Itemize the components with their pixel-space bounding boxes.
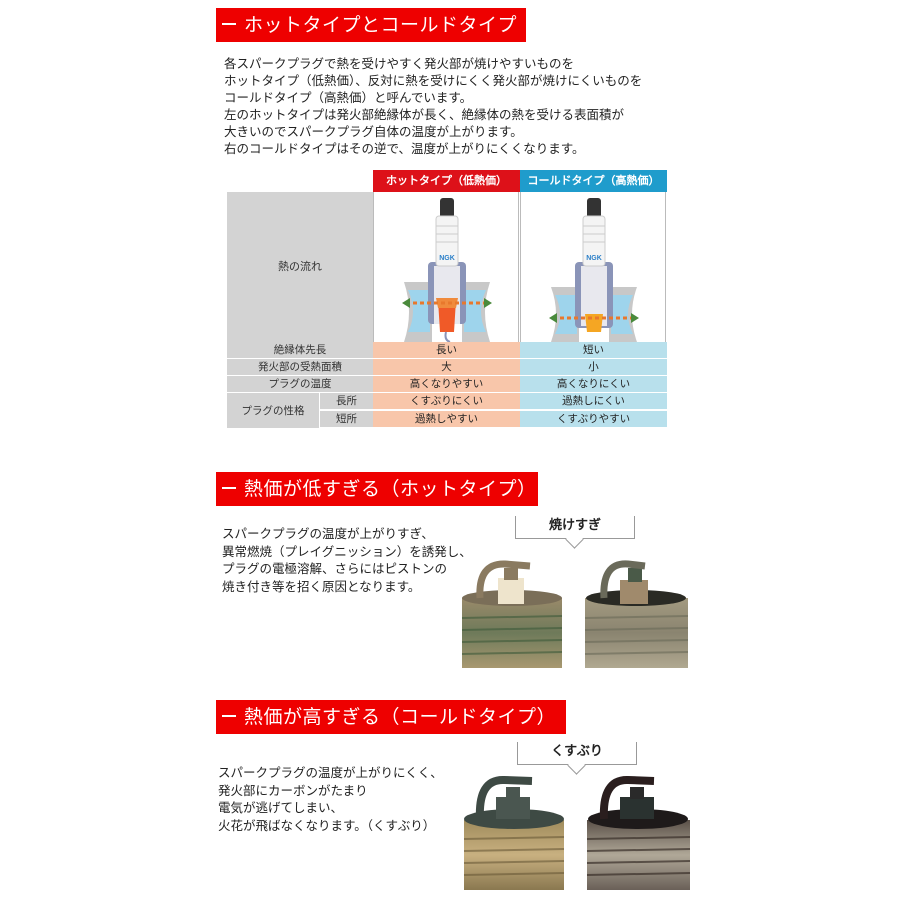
cold-description: スパークプラグの温度が上がりにくく、 発火部にカーボンがたまり 電気が逃げてしま… xyxy=(218,764,443,834)
desc-line: スパークプラグの温度が上がりすぎ、 xyxy=(222,526,434,541)
row-label: プラグの温度 xyxy=(227,376,373,393)
row-label: 絶縁体先長 xyxy=(227,342,373,359)
callout-pointer xyxy=(565,530,584,549)
row-label: プラグの性格 xyxy=(227,393,319,429)
sub-label: 長所 xyxy=(319,393,373,410)
desc-line: プラグの電極溶解、さらにはピストンの xyxy=(222,561,448,576)
intro-line: 各スパークプラグで熱を受けやすく発火部が焼けやすいものを xyxy=(224,56,575,71)
cold-value: 高くなりにくい xyxy=(520,376,667,393)
callout-label: くすぶり xyxy=(551,744,603,759)
banner-title: 熱価が低すぎる（ホットタイプ） xyxy=(244,478,537,500)
table-row: プラグの温度 高くなりやすい 高くなりにくい xyxy=(227,376,667,393)
spark-plug-hot-icon: NGK xyxy=(402,198,492,343)
header-hot-type: ホットタイプ（低熱価） xyxy=(373,170,520,192)
section-banner-heat-too-high: 熱価が高すぎる（コールドタイプ） xyxy=(216,700,566,734)
header-cold-type: コールドタイプ（高熱価） xyxy=(520,170,667,192)
table-row: 短所 過熱しやすい くすぶりやすい xyxy=(227,411,667,428)
desc-line: 焼き付き等を招く原因となります。 xyxy=(222,578,421,594)
cold-value: 過熱しにくい xyxy=(520,393,667,410)
row-label: 発火部の受熱面積 xyxy=(227,359,373,376)
cold-value: 短い xyxy=(520,342,667,359)
hot-value: くすぶりにくい xyxy=(373,393,520,410)
fouled-plugs-photo xyxy=(462,775,692,890)
dash-mark xyxy=(222,487,236,489)
desc-line: 異常燃焼（プレイグニッション）を誘発し、 xyxy=(222,543,472,559)
banner-title: 熱価が高すぎる（コールドタイプ） xyxy=(244,706,557,728)
callout-fouled: くすぶり xyxy=(517,742,637,775)
overheated-plug-image-icon xyxy=(461,560,689,668)
svg-text:NGK: NGK xyxy=(439,255,455,262)
intro-line: ホットタイプ（低熱価）、反対に熱を受けにくく発火部が焼けにくいものを xyxy=(224,73,643,88)
table-row: 発火部の受熱面積 大 小 xyxy=(227,359,667,376)
table-row: 絶縁体先長 長い 短い xyxy=(227,342,667,359)
intro-line: 左のホットタイプは発火部絶縁体が長く、絶縁体の熱を受ける表面積が xyxy=(224,107,625,122)
hot-value: 高くなりやすい xyxy=(373,376,520,393)
hot-description: スパークプラグの温度が上がりすぎ、 異常燃焼（プレイグニッション）を誘発し、 プ… xyxy=(222,525,472,595)
hot-value: 長い xyxy=(373,342,520,359)
desc-line: 発火部にカーボンがたまり xyxy=(218,782,368,798)
table-row-character: プラグの性格 xyxy=(227,393,667,429)
hot-type-diagram: NGK xyxy=(373,192,519,343)
cold-type-diagram: NGK xyxy=(520,192,666,342)
intro-line: コールドタイプ（高熱価）と呼んでいます。 xyxy=(224,90,473,105)
dash-mark xyxy=(222,715,236,717)
spark-plug-cold-icon: NGK xyxy=(549,198,639,342)
desc-line: 火花が飛ばなくなります。（くすぶり） xyxy=(218,817,436,833)
cold-value: くすぶりやすい xyxy=(520,411,667,428)
heat-flow-label: 熱の流れ xyxy=(227,192,373,342)
table-row: 長所 くすぶりにくい 過熱しにくい xyxy=(227,393,667,410)
intro-line: 右のコールドタイプはその逆で、温度が上がりにくくなります。 xyxy=(224,141,585,156)
svg-text:NGK: NGK xyxy=(586,255,602,262)
callout-overheated: 焼けすぎ xyxy=(515,516,635,549)
dash-mark xyxy=(222,23,236,25)
banner-title: ホットタイプとコールドタイプ xyxy=(244,14,518,36)
intro-line: 大きいのでスパークプラグ自体の温度が上がります。 xyxy=(224,124,523,139)
callout-pointer xyxy=(567,756,586,775)
desc-line: 電気が逃げてしまい、 xyxy=(218,800,344,815)
section-banner-hot-cold-types: ホットタイプとコールドタイプ xyxy=(216,8,526,42)
overheated-plugs-photo xyxy=(460,558,690,668)
section-banner-heat-too-low: 熱価が低すぎる（ホットタイプ） xyxy=(216,472,538,506)
sub-label: 短所 xyxy=(319,411,373,428)
callout-label: 焼けすぎ xyxy=(548,518,601,533)
intro-paragraph: 各スパークプラグで熱を受けやすく発火部が焼けやすいものを ホットタイプ（低熱価）… xyxy=(224,55,642,157)
cold-value: 小 xyxy=(520,359,667,376)
hot-value: 大 xyxy=(373,359,520,376)
fouled-plug-image-icon xyxy=(463,776,691,890)
desc-line: スパークプラグの温度が上がりにくく、 xyxy=(218,765,443,780)
hot-value: 過熱しやすい xyxy=(373,411,520,428)
